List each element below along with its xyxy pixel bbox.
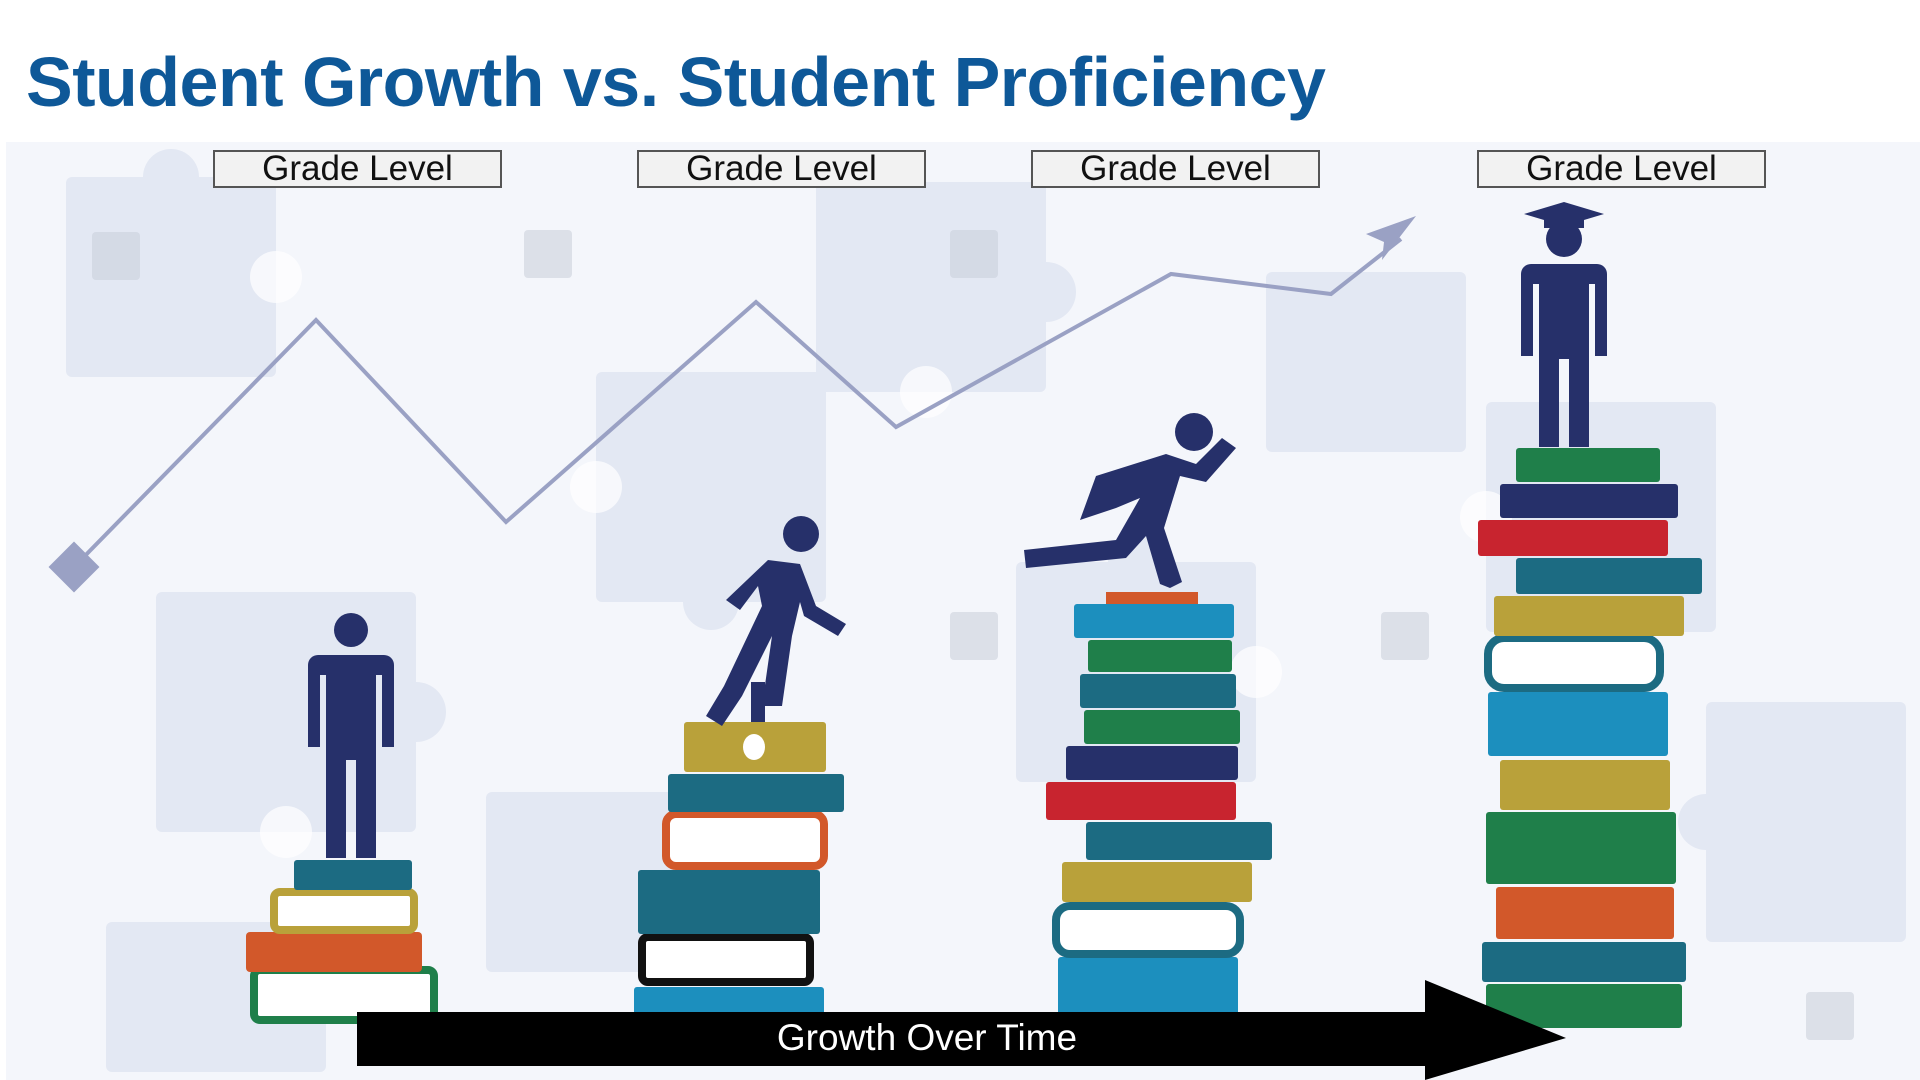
- book-stack-icon: [246, 860, 438, 1024]
- figures: [308, 202, 1607, 858]
- trend-arrow-icon: [48, 216, 1416, 593]
- illustration-panel: [6, 142, 1920, 1080]
- grade-level-label-1: Grade Level: [213, 150, 502, 188]
- grade-level-label-4: Grade Level: [1477, 150, 1766, 188]
- grade-level-label-3: Grade Level: [1031, 150, 1320, 188]
- person-standing-icon: [308, 613, 394, 858]
- person-running-icon: [1024, 413, 1236, 588]
- page-title: Student Growth vs. Student Proficiency: [26, 43, 1326, 121]
- growth-arrow-label: Growth Over Time: [776, 1017, 1078, 1058]
- person-walking-icon: [706, 516, 846, 726]
- graduate-icon: [1521, 202, 1607, 447]
- grade-level-label-2: Grade Level: [637, 150, 926, 188]
